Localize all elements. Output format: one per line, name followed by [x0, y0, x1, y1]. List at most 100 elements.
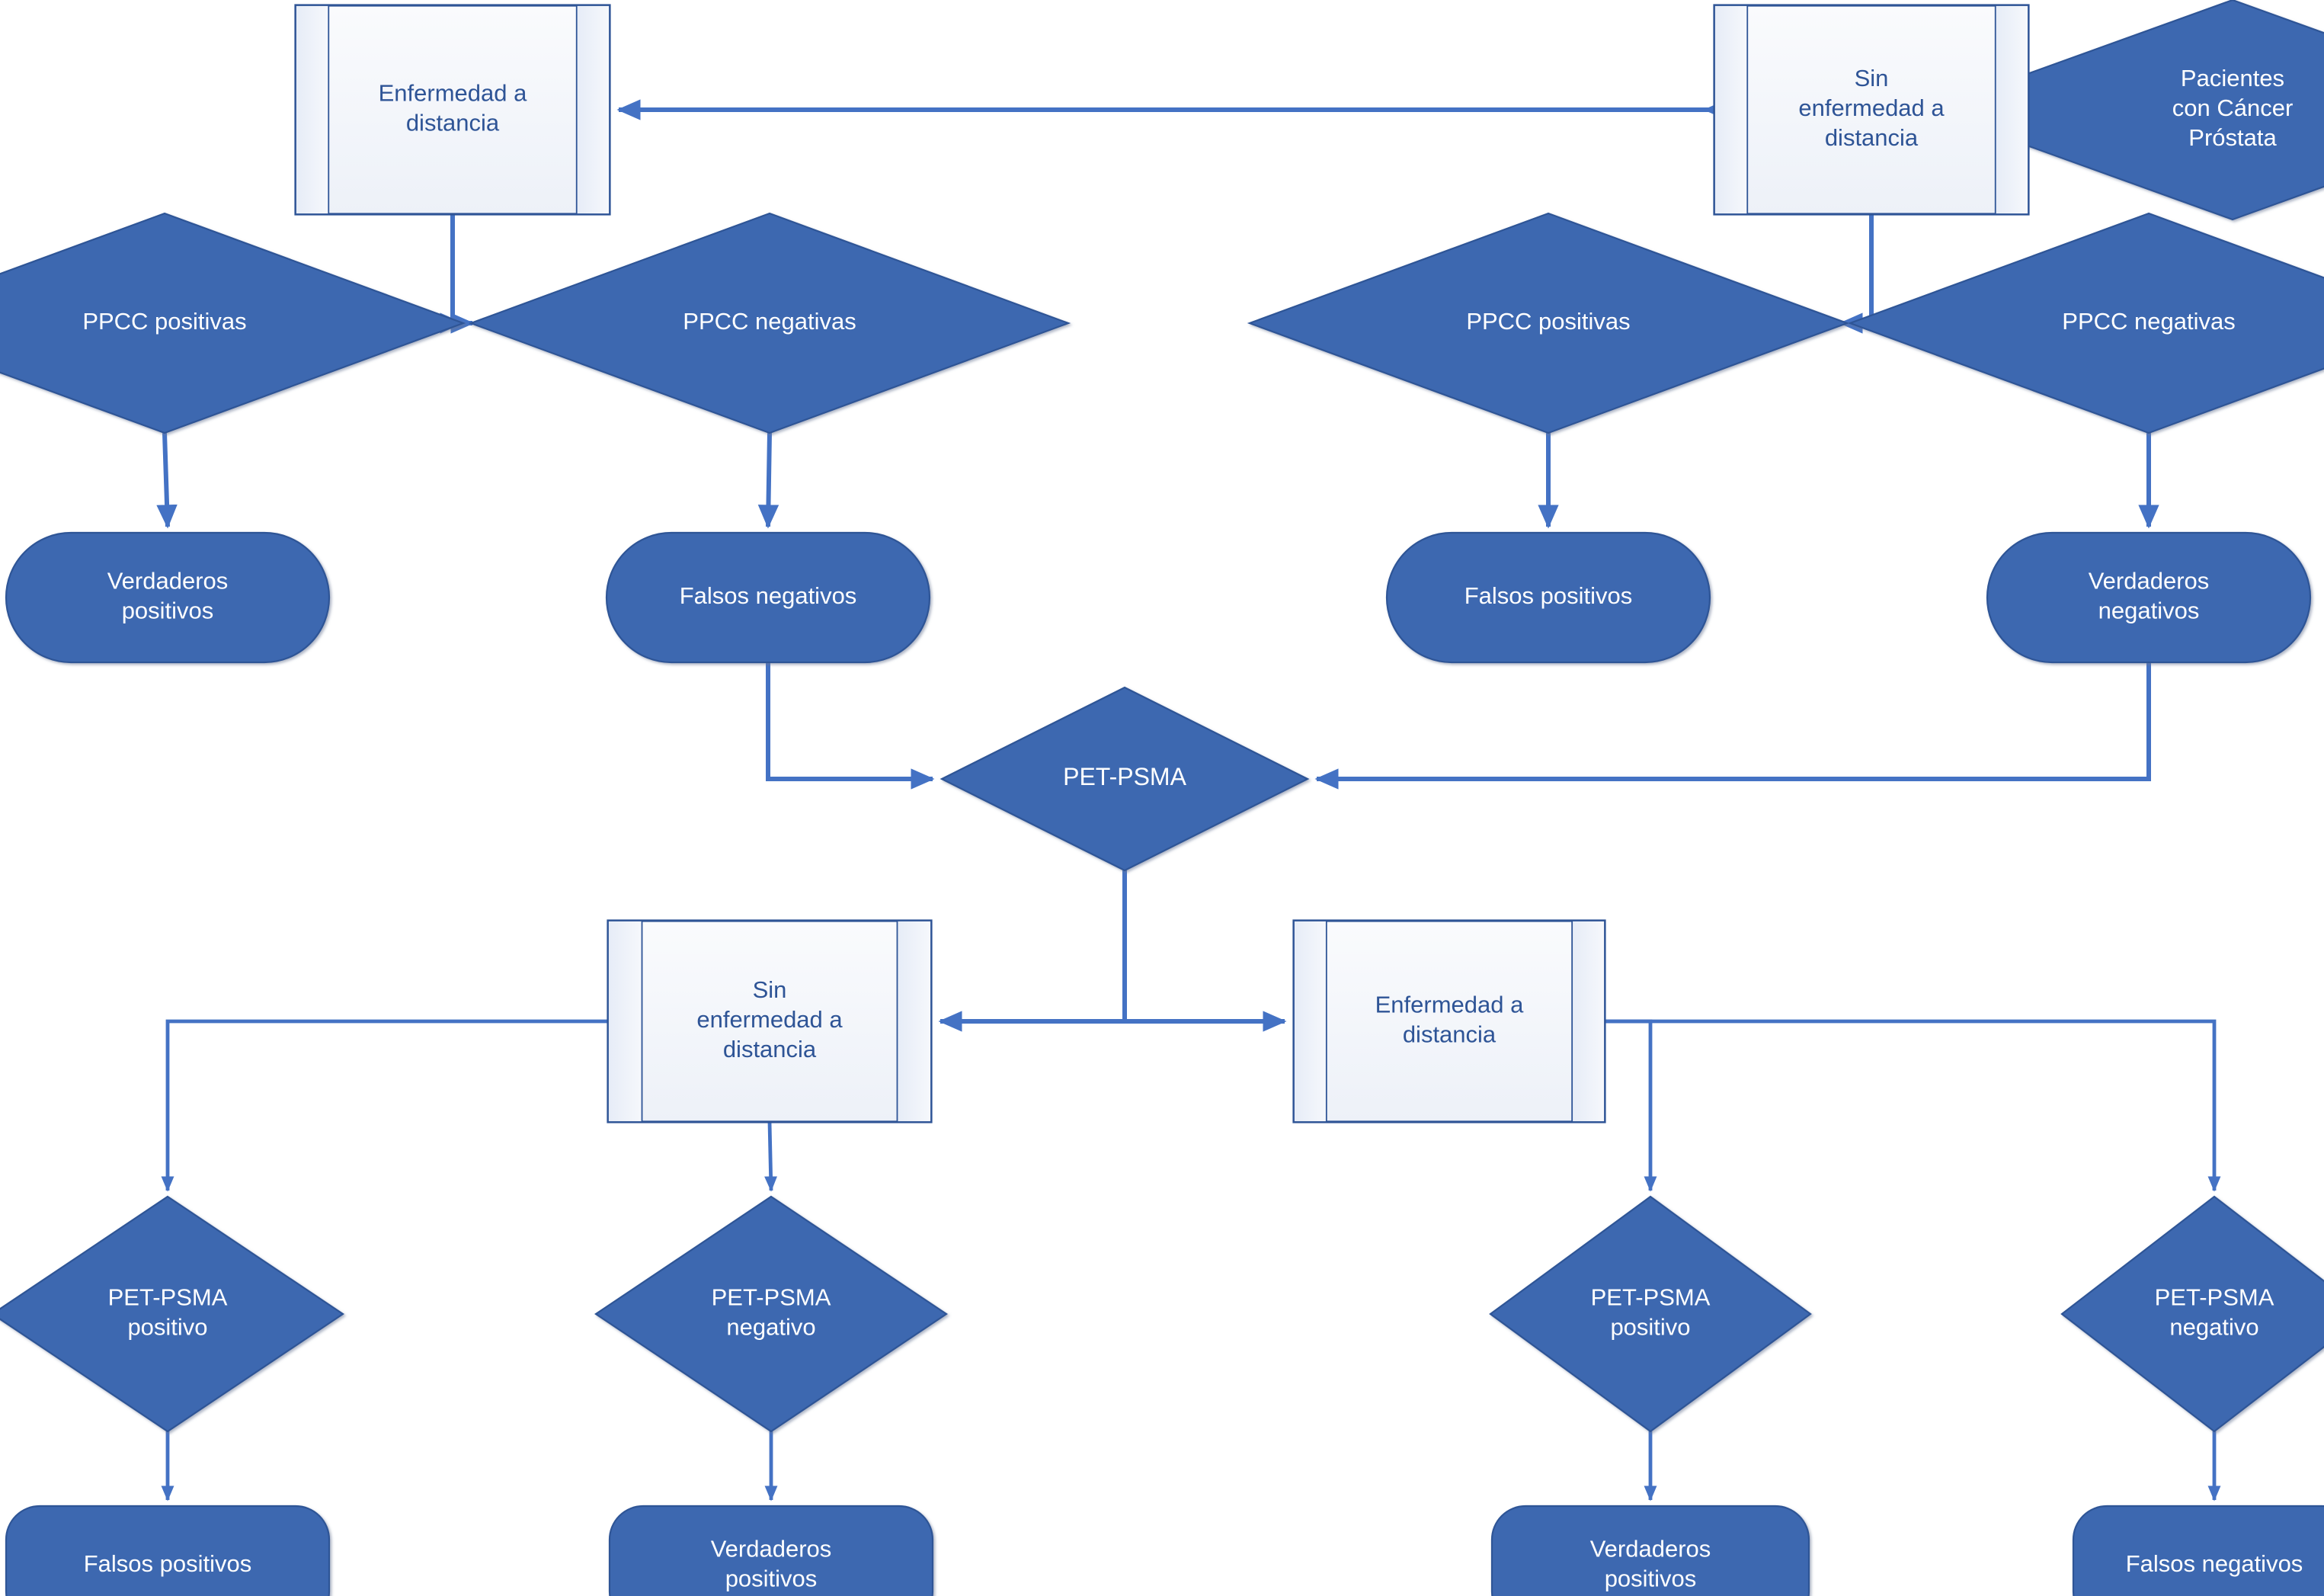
diamond-shape	[1489, 1195, 1812, 1433]
process-left-bar	[1293, 920, 1327, 1123]
terminator-shape	[1385, 531, 1711, 664]
label-line: distancia	[406, 110, 500, 136]
edge-e-enf-ppccpos	[450, 214, 475, 334]
node-label-enf-dist-bot: Enfermedad a distancia	[1375, 992, 1524, 1048]
process-left-bar	[1714, 5, 1749, 215]
node-label-pet-neg-1: PET-PSMA negativo	[712, 1284, 831, 1341]
node-label-enf-dist-top: Enfermedad a distancia	[379, 80, 527, 136]
label-line: negativo	[2169, 1314, 2258, 1341]
label-line: Verdaderos	[2089, 568, 2210, 594]
node-label-pet-neg-2: PET-PSMA negativo	[2155, 1284, 2274, 1341]
edge-e-enf-ppccneg	[440, 214, 464, 334]
node-ppcc-pos-l[interactable]: PPCC positivas	[0, 212, 466, 434]
node-fn-2[interactable]: Falsos negativos	[2072, 1505, 2324, 1596]
diamond-shape	[1847, 212, 2324, 434]
node-enf-dist-top[interactable]: Enfermedad a distancia	[294, 4, 611, 216]
node-fp-2[interactable]: Falsos positivos	[5, 1505, 331, 1596]
node-enf-dist-bot[interactable]: Enfermedad a distancia	[1292, 919, 1606, 1123]
node-vn-1[interactable]: Verdaderos negativos	[1986, 531, 2312, 664]
node-label-fn-1: Falsos negativos	[680, 582, 857, 609]
label-line: distancia	[1403, 1021, 1497, 1048]
node-pet-neg-2[interactable]: PET-PSMA negativo	[2060, 1195, 2324, 1433]
node-fn-1[interactable]: Falsos negativos	[605, 531, 931, 664]
label-line: Pacientes	[2181, 65, 2284, 91]
terminator-shape	[1986, 531, 2312, 664]
node-pet-psma[interactable]: PET-PSMA	[940, 686, 1310, 872]
label-line: Falsos negativos	[680, 582, 857, 609]
edge-e-vn-pet	[1314, 662, 2151, 790]
rounded-rect-shape	[608, 1505, 934, 1596]
edge-e-sinbot-petpos	[161, 1019, 608, 1192]
diamond-shape	[940, 686, 1310, 872]
diamond-shape	[1247, 212, 1850, 434]
label-line: Enfermedad a	[379, 80, 527, 107]
edge-e-pet-enf	[1122, 870, 1287, 1032]
label-line: PPCC negativas	[683, 308, 856, 335]
rounded-rect-shape	[5, 1505, 331, 1596]
label-line: Falsos negativos	[2126, 1550, 2303, 1577]
node-pet-neg-1[interactable]: PET-PSMA negativo	[594, 1195, 948, 1433]
diamond-shape	[0, 1195, 344, 1433]
node-ppcc-neg-r[interactable]: PPCC negativas	[1847, 212, 2324, 434]
edge-e-ppccnegl-fn	[757, 432, 779, 529]
label-line: distancia	[1825, 124, 1919, 151]
edge-e-sinbot-petneg	[764, 1121, 778, 1192]
node-fp-1[interactable]: Falsos positivos	[1385, 531, 1711, 664]
label-line: Sin	[1855, 65, 1889, 91]
node-label-ppcc-pos-r: PPCC positivas	[1466, 308, 1630, 335]
label-line: Falsos positivos	[1465, 582, 1633, 609]
process-outer	[294, 4, 611, 216]
label-line: PET-PSMA	[2155, 1284, 2274, 1311]
node-label-vp-1: Verdaderos positivos	[107, 568, 229, 624]
label-line: PET-PSMA	[1591, 1284, 1711, 1311]
edge-e-enfbot-petneg	[1605, 1019, 2221, 1192]
node-ppcc-neg-l[interactable]: PPCC negativas	[468, 212, 1071, 434]
label-line: Enfermedad a	[1375, 992, 1524, 1018]
terminator-shape	[5, 531, 331, 664]
process-left-bar	[295, 5, 330, 215]
node-ppcc-pos-r[interactable]: PPCC positivas	[1247, 212, 1850, 434]
diamond-shape	[468, 212, 1071, 434]
diamond-shape	[2060, 1195, 2324, 1433]
node-vp-1[interactable]: Verdaderos positivos	[5, 531, 331, 664]
process-right-bar	[896, 920, 932, 1123]
process-right-bar	[1994, 5, 2029, 215]
process-left-bar	[607, 920, 643, 1123]
label-line: Verdaderos	[711, 1536, 832, 1562]
label-line: negativos	[2098, 598, 2200, 624]
diamond-shape	[594, 1195, 948, 1433]
edge-e-fn-pet	[766, 662, 935, 790]
node-label-fn-2: Falsos negativos	[2126, 1550, 2303, 1577]
edge-e-ppccposl-vp	[156, 432, 178, 529]
label-line: PPCC negativas	[2062, 308, 2235, 335]
edge-e-enfbot-petpos	[1605, 1019, 1657, 1192]
label-line: PPCC positivas	[1466, 308, 1630, 335]
terminator-shape	[605, 531, 931, 664]
label-line: Falsos positivos	[84, 1550, 252, 1577]
label-line: negativo	[726, 1314, 815, 1341]
process-outer	[1292, 919, 1606, 1123]
edge-e-sin-ppccneg	[1839, 214, 1874, 334]
node-label-ppcc-pos-l: PPCC positivas	[82, 308, 246, 335]
label-line: positivos	[122, 598, 214, 624]
label-line: Verdaderos	[107, 568, 229, 594]
node-label-fp-2: Falsos positivos	[84, 1550, 252, 1577]
label-line: PET-PSMA	[712, 1284, 831, 1311]
